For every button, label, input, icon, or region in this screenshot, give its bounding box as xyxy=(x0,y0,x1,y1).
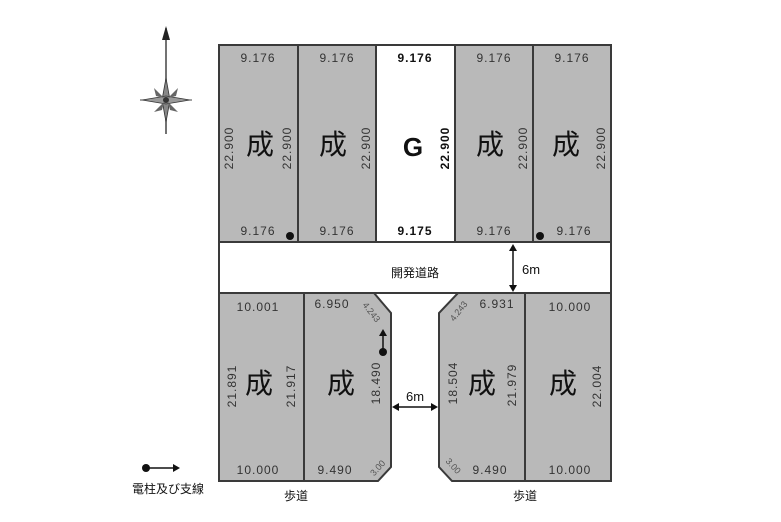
lot-dim-bottom: 10.000 xyxy=(237,463,280,477)
sidewalk-label-left: 歩道 xyxy=(284,488,308,503)
sidewalk-label-right: 歩道 xyxy=(513,488,537,503)
lot-dim-right: 22.900 xyxy=(438,127,452,170)
lot-type-label: 成 xyxy=(246,128,274,161)
bottom-lot-4[interactable]: 10.000 10.000 22.004 成 xyxy=(524,292,612,482)
lot-dim-top: 9.176 xyxy=(397,51,432,65)
development-road: 開発道路 6m xyxy=(218,241,612,294)
legend-label: 電柱及び支線 xyxy=(132,481,204,496)
top-lot-4[interactable]: 9.176 9.176 22.900 成 xyxy=(454,44,534,243)
lot-dim-bottom: 9.490 xyxy=(472,463,507,477)
lot-type-label: 成 xyxy=(552,128,580,161)
lot-dim-right: 22.900 xyxy=(594,127,608,170)
lot-dim-left: 22.900 xyxy=(222,127,236,170)
lot-type-label: 成 xyxy=(468,367,496,400)
lot-dim-top: 9.176 xyxy=(319,51,354,65)
lot-dim-top: 9.176 xyxy=(476,51,511,65)
lot-type-label: G xyxy=(403,132,423,162)
lot-dim-right: 22.900 xyxy=(280,127,294,170)
legend: 電柱及び支線 xyxy=(132,464,204,496)
lot-dim-top: 9.176 xyxy=(554,51,589,65)
lot-dim-left: 21.891 xyxy=(225,365,239,408)
lot-type-label: 成 xyxy=(245,367,273,400)
road-width-label: 6m xyxy=(522,262,540,277)
lot-dim-top: 9.176 xyxy=(240,51,275,65)
utility-pole-icon xyxy=(379,329,387,356)
lot-type-label: 成 xyxy=(476,128,504,161)
lot-dim-bottom: 9.175 xyxy=(397,224,432,238)
bottom-lot-3[interactable]: 6.931 9.490 18.504 21.979 4.243 3.00 成 xyxy=(438,292,526,482)
top-lot-3-selected[interactable]: 9.176 9.175 22.900 G xyxy=(375,44,456,243)
lot-dim-top: 10.000 xyxy=(549,300,592,314)
lot-dim-bottom: 9.490 xyxy=(317,463,352,477)
lot-dim-right: 22.900 xyxy=(359,127,373,170)
top-lot-2[interactable]: 9.176 9.176 22.900 成 xyxy=(297,44,377,243)
lot-dim-right: 22.900 xyxy=(516,127,530,170)
bottom-lot-1[interactable]: 10.001 10.000 21.891 21.917 成 xyxy=(218,292,305,482)
utility-pole-icon xyxy=(536,232,544,240)
lot-dim-right: 22.004 xyxy=(590,365,604,408)
road-label: 開発道路 xyxy=(391,265,439,280)
lot-dim-top: 6.950 xyxy=(314,297,349,311)
gap-width-label: 6m xyxy=(406,389,424,404)
utility-pole-icon xyxy=(286,232,294,240)
bottom-lot-2[interactable]: 6.950 9.490 18.490 4.243 3.00 成 xyxy=(303,292,392,482)
lot-dim-right: 21.917 xyxy=(284,365,298,408)
lot-dim-right: 18.490 xyxy=(369,362,383,405)
lot-dim-bottom: 9.176 xyxy=(319,224,354,238)
lot-type-label: 成 xyxy=(319,128,347,161)
lot-dim-bottom: 9.176 xyxy=(240,224,275,238)
lot-dim-bottom: 9.176 xyxy=(556,224,591,238)
lot-type-label: 成 xyxy=(327,367,355,400)
lot-dim-top: 6.931 xyxy=(479,297,514,311)
top-lot-1[interactable]: 9.176 9.176 22.900 22.900 成 xyxy=(218,44,299,243)
lot-type-label: 成 xyxy=(549,367,577,400)
lot-dim-left: 18.504 xyxy=(446,362,460,405)
lot-dim-top: 10.001 xyxy=(237,300,280,314)
lot-dim-bottom: 10.000 xyxy=(549,463,592,477)
gap-dimension: 6m xyxy=(392,389,438,411)
lot-dim-right: 21.979 xyxy=(505,364,519,407)
lot-dim-bottom: 9.176 xyxy=(476,224,511,238)
compass-icon xyxy=(140,26,192,134)
top-lot-5[interactable]: 9.176 9.176 22.900 成 xyxy=(532,44,612,243)
